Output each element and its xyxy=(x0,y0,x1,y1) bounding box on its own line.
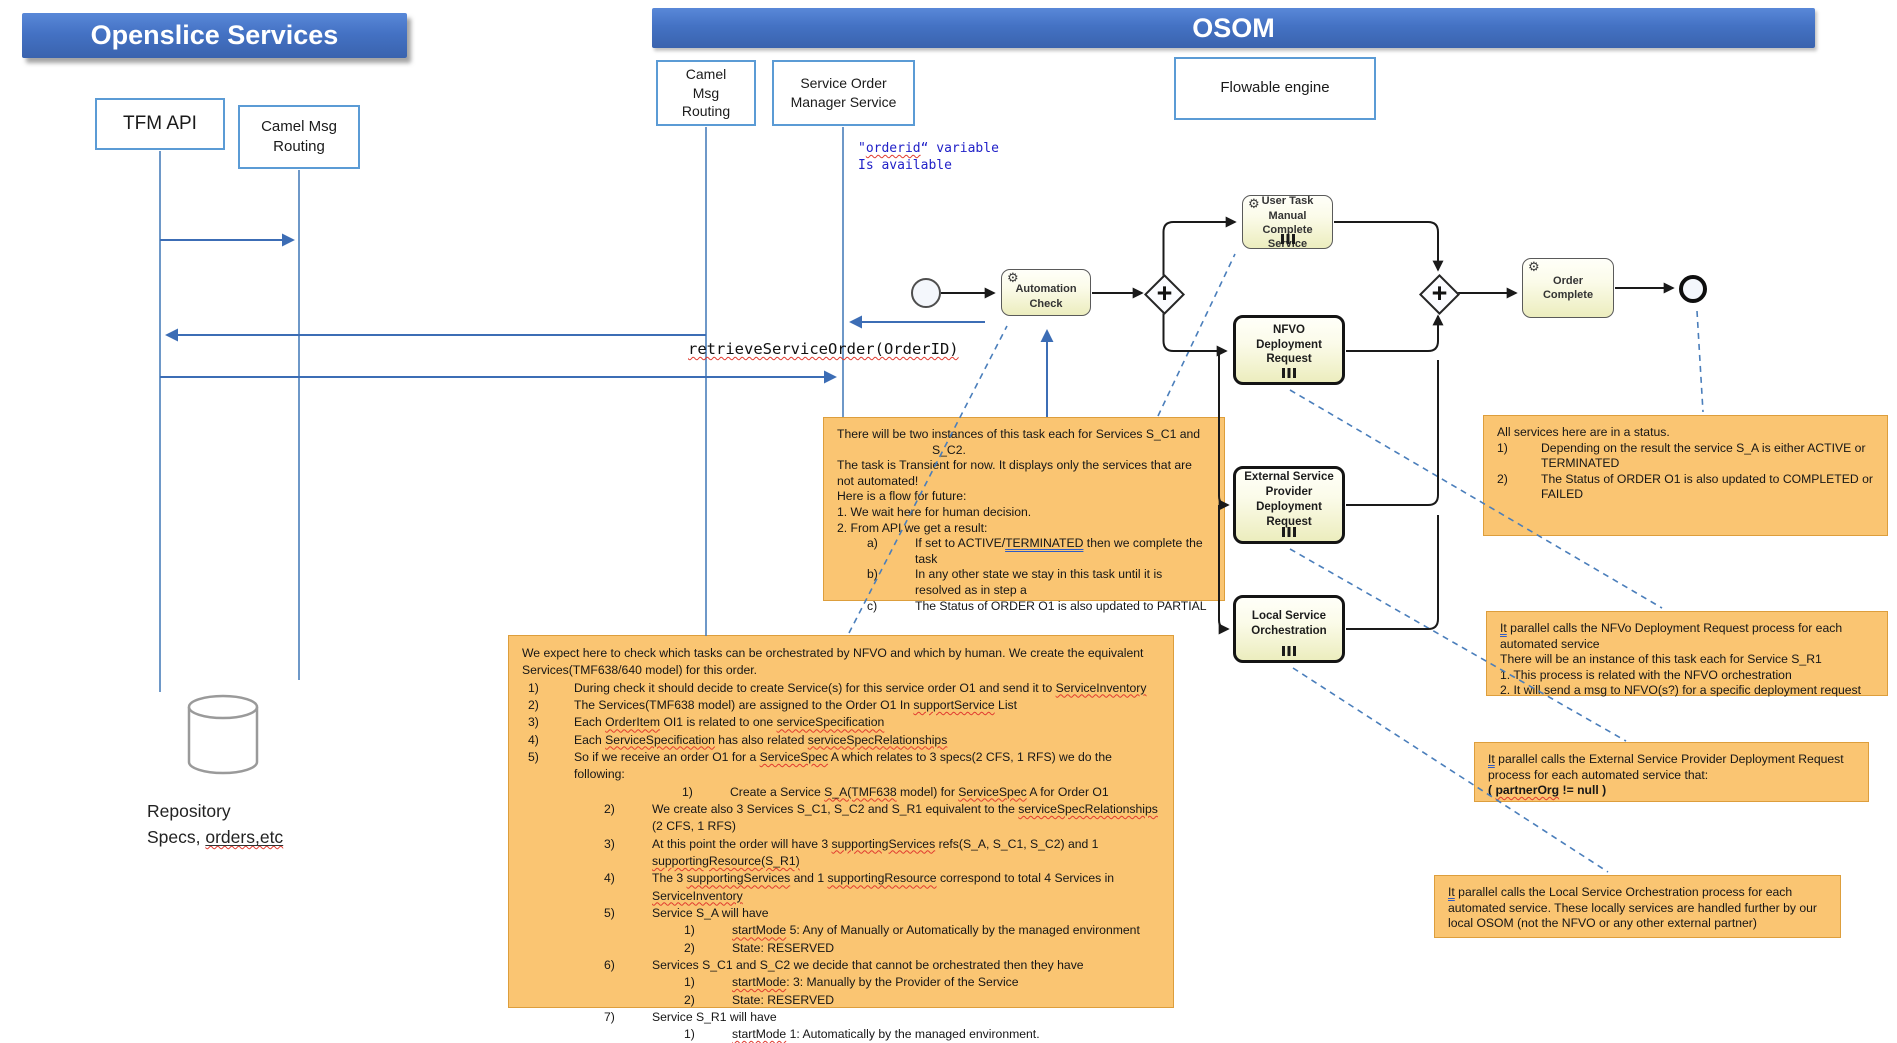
openslice-services-banner: Openslice Services xyxy=(22,13,407,58)
orderid-line2: Is available xyxy=(858,158,952,173)
note-automation-check-details: We expect here to check which tasks can … xyxy=(508,635,1174,1041)
note-line: 1. This process is related with the NFVO… xyxy=(1500,667,1792,682)
task-order-complete: ⚙ Order Complete xyxy=(1522,258,1614,318)
note-line: 5)So if we receive an order O1 for a Ser… xyxy=(528,749,1112,782)
note-line: ( partnerOrg != null ) xyxy=(1488,783,1607,798)
start-event-circle xyxy=(911,278,941,308)
task-label: External Service Provider Deployment Req… xyxy=(1244,471,1334,528)
note-line: 1)startMode 1: Automatically by the mana… xyxy=(684,1027,1040,1042)
repository-cylinder-icon xyxy=(187,694,259,775)
flow-usertask-to-gateway2 xyxy=(1334,221,1444,272)
actor-camel-msg-routing-left: Camel Msg Routing xyxy=(238,105,360,169)
note-line: Here is a flow for future: xyxy=(837,489,967,504)
actor-flowable-engine: Flowable engine xyxy=(1174,57,1376,120)
note-line: 3)Each OrderItem OI1 is related to one s… xyxy=(528,715,885,730)
note-line: It parallel calls the Local Service Orch… xyxy=(1448,885,1817,931)
note-line: 2)State: RESERVED xyxy=(684,940,835,955)
note-line: S_C2. xyxy=(932,442,966,457)
task-local-service-orchestration: Local Service Orchestration xyxy=(1233,595,1345,663)
note-line: b)In any other state we stay in this tas… xyxy=(867,567,1163,598)
note-line: 1)Create a Service S_A(TMF638 model) for… xyxy=(682,784,1109,799)
gear-icon: ⚙ xyxy=(1248,197,1260,212)
repository-line2: Specs, orders,etc xyxy=(147,827,284,847)
note-line: 2)The Status of ORDER O1 is also updated… xyxy=(1497,471,1873,502)
orderid-variable-annotation: "orderid“ variable Is available xyxy=(858,140,999,174)
retrieve-service-order-label: retrieveServiceOrder(OrderID) xyxy=(688,340,959,358)
note-services-status: All services here are in a status.1)Depe… xyxy=(1483,415,1888,536)
note-line: 1. We wait here for human decision. xyxy=(837,505,1032,520)
note-line: 5)Service S_A will have xyxy=(604,905,769,920)
end-event-circle xyxy=(1679,275,1707,303)
orderid-line1: "orderid“ variable xyxy=(858,141,999,156)
task-user-task-manual-complete-service: ⚙ User Task Manual Complete Service xyxy=(1242,195,1333,251)
note-line: 2. It will send a msg to NFVO(s?) for a … xyxy=(1500,683,1862,698)
note-line: It parallel calls the NFVo Deployment Re… xyxy=(1500,621,1843,651)
flow-nfvo-to-gateway2 xyxy=(1346,314,1444,352)
sequence-arrows xyxy=(160,233,1054,417)
note-line: It parallel calls the External Service P… xyxy=(1488,752,1844,782)
note-line: 1)During check it should decide to creat… xyxy=(528,680,1147,695)
gear-icon: ⚙ xyxy=(1528,260,1540,275)
dash-end-to-status-note xyxy=(1696,310,1704,413)
multi-instance-icon xyxy=(1282,646,1296,656)
note-line: There will be an instance of this task e… xyxy=(1500,652,1822,667)
task-nfvo-deployment-request: NFVO Deployment Request xyxy=(1233,315,1345,385)
note-line: The task is Transient for now. It displa… xyxy=(837,458,1192,488)
actor-service-order-manager: Service Order Manager Service xyxy=(772,60,915,126)
multi-instance-icon xyxy=(1282,368,1296,378)
flow-gateway1-to-nfvo xyxy=(1162,311,1228,357)
flow-local-to-gateway2 xyxy=(1346,515,1439,630)
note-line: a)If set to ACTIVE/TERMINATED then we co… xyxy=(867,536,1203,566)
flow-external-to-gateway2 xyxy=(1346,360,1439,506)
note-nfvo-deployment: It parallel calls the NFVo Deployment Re… xyxy=(1486,611,1888,698)
gear-icon: ⚙ xyxy=(1007,271,1019,286)
note-line: 1)Depending on the result the service S_… xyxy=(1497,440,1866,471)
note-local-orchestration: It parallel calls the Local Service Orch… xyxy=(1434,875,1841,938)
note-line: 2)State: RESERVED xyxy=(684,992,835,1007)
plus-icon: + xyxy=(1156,278,1173,308)
parallel-gateway-split: + xyxy=(1143,273,1186,316)
flow-gateway1-to-usertask xyxy=(1162,216,1237,276)
note-line: 4)Each ServiceSpecification has also rel… xyxy=(528,732,948,747)
note-line: 3)At this point the order will have 3 su… xyxy=(604,836,1099,868)
actor-tfm-api: TFM API xyxy=(95,98,225,150)
task-automation-check: ⚙ Automation Check xyxy=(1001,269,1091,316)
note-line: c)The Status of ORDER O1 is also updated… xyxy=(867,598,1207,613)
note-line: 1)startMode: 3: Manually by the Provider… xyxy=(684,975,1019,990)
repository-line1: Repository xyxy=(147,801,231,821)
actor-camel-msg-routing-osom: Camel Msg Routing xyxy=(656,60,756,126)
task-label: Automation Check xyxy=(1015,283,1077,310)
note-line: 7)Service S_R1 will have xyxy=(604,1009,777,1024)
note-line: All services here are in a status. xyxy=(1497,425,1670,439)
note-line: 6)Services S_C1 and S_C2 we decide that … xyxy=(604,957,1084,972)
task-label: NFVO Deployment Request xyxy=(1256,323,1322,366)
multi-instance-icon xyxy=(1282,527,1296,537)
note-line: 2. From API we get a result: xyxy=(837,520,988,535)
note-line: We expect here to check which tasks can … xyxy=(522,646,1144,678)
lifelines xyxy=(159,127,844,692)
note-line: 2)We create also 3 Services S_C1, S_C2 a… xyxy=(604,801,1158,834)
parallel-gateway-join: + xyxy=(1418,273,1461,316)
note-line: 4)The 3 supportingServices and 1 support… xyxy=(604,871,1115,903)
note-line: 2)The Services(TMF638 model) are assigne… xyxy=(528,697,1018,712)
note-user-task-instances: There will be two instances of this task… xyxy=(823,417,1225,613)
note-line: 1)startMode 5: Any of Manually or Automa… xyxy=(684,923,1140,938)
osom-banner: OSOM xyxy=(652,8,1815,48)
task-external-service-provider-deployment-request: External Service Provider Deployment Req… xyxy=(1233,466,1345,544)
task-label: User Task Manual Complete Service xyxy=(1261,195,1314,251)
plus-icon: + xyxy=(1431,278,1448,308)
task-label: Local Service Orchestration xyxy=(1251,610,1327,637)
multi-instance-icon xyxy=(1280,234,1295,244)
note-external-provider: It parallel calls the External Service P… xyxy=(1474,742,1869,802)
note-line: There will be two instances of this task… xyxy=(837,427,1201,441)
task-label: Order Complete xyxy=(1542,274,1594,301)
